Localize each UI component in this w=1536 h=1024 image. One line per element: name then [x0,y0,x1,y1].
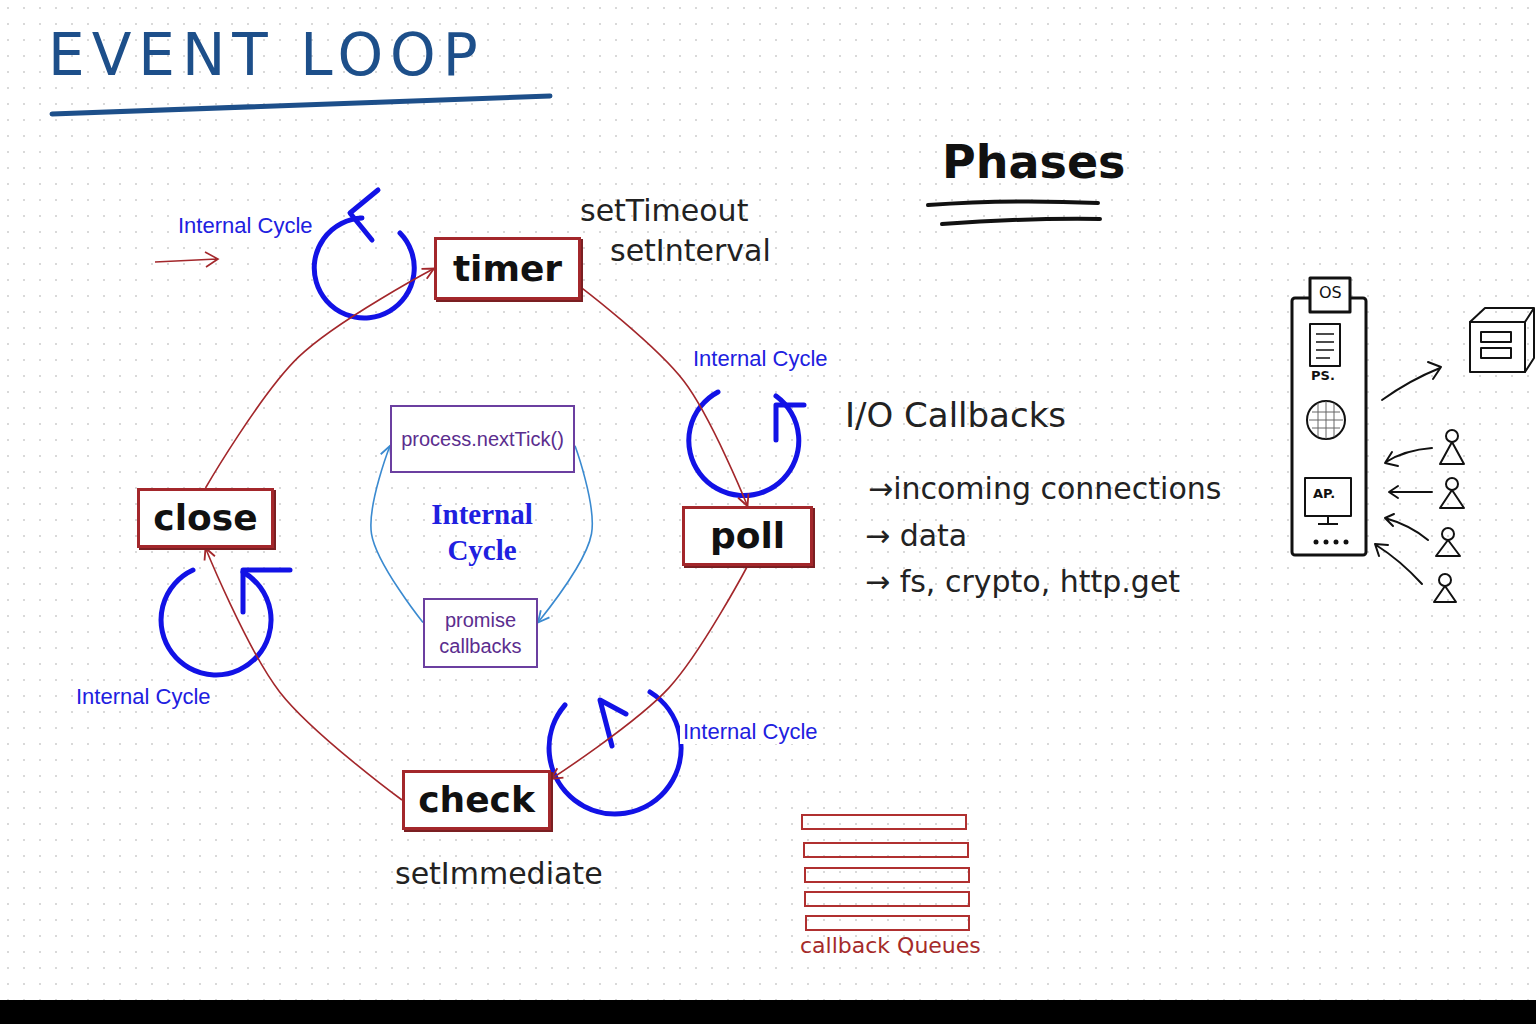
node-text: poll [710,516,785,556]
flow-arrow [551,566,748,779]
microtask-box: promise callbacks [423,598,538,668]
node-text: process.nextTick() [401,426,564,452]
incoming-arrow [1375,544,1422,584]
cycle-spiral [314,218,414,318]
user-body [1434,586,1456,602]
node-text: timer [453,249,562,289]
cycle-label: Internal Cycle [73,684,214,709]
computer-drive [1481,332,1511,342]
cycle-spiral-hook [600,700,626,746]
user-head [1446,430,1458,442]
user-body [1436,540,1460,556]
cycle-spiral [689,392,799,496]
computer-box [1470,322,1525,372]
cycle-spiral-hook [350,190,378,240]
server-tower [1292,298,1366,555]
api-label: setImmediate [395,857,603,892]
computer-drive [1481,348,1511,358]
status-dot [1344,540,1349,545]
bottom-bar [0,1000,1536,1024]
cycle-spiral-hook [776,405,804,440]
database-logo [1307,401,1345,439]
figure-label: AP. [1313,487,1335,502]
cycle-spiral [549,692,681,814]
user-head [1439,574,1451,586]
bullet-item: → fs, crypto, http.get [865,565,1180,600]
node-text: promise callbacks [434,607,527,659]
queue-slot [806,916,969,930]
api-label: setInterval [610,234,771,269]
status-dot [1324,540,1329,545]
os-tab [1310,278,1350,312]
user-body [1440,442,1464,464]
computer-box-3d [1470,308,1534,372]
incoming-arrow [1385,448,1432,466]
flow-arrow [581,287,748,506]
title-underline [52,96,550,114]
status-dot [1334,540,1339,545]
status-dot [1314,540,1319,545]
diagram-title: EVENT LOOP [48,22,485,89]
phase-box: check [402,770,551,830]
cycle-label: Internal Cycle [175,213,316,238]
node-text: check [418,780,535,820]
node-text: close [153,498,257,538]
queue-label: callback Queues [800,933,981,958]
queue-slot [804,843,968,857]
document-icon [1310,324,1340,366]
phase-box: close [137,488,274,548]
cycle-label: Internal Cycle [690,346,831,371]
queue-slot [805,892,969,906]
bullet-item: →incoming connections [868,472,1221,507]
cycle-label: Internal Cycle [412,496,552,569]
app-monitor [1305,478,1351,516]
api-label: setTimeout [580,194,748,229]
section-heading: Phases [942,136,1125,189]
queue-slot [805,868,969,882]
queue-slot [802,815,966,829]
monitor-stand [1318,516,1338,524]
cycle-spiral [161,570,271,675]
user-body [1440,490,1464,508]
outgoing-arrow [1382,362,1441,400]
phase-box: timer [434,237,581,300]
bullet-item: → data [865,519,967,554]
flow-arrow [206,548,403,800]
phase-description: I/O Callbacks [845,396,1066,435]
document-lines [1316,334,1334,358]
figure-label: OS [1319,284,1342,302]
heading-underline [928,201,1098,205]
cycle-spiral-hook [243,570,290,612]
logo-hatching [1309,401,1343,439]
incoming-arrow [1385,514,1428,540]
figure-label: PS. [1311,369,1335,384]
cycle-label: Internal Cycle [680,719,821,744]
direction-arrow [155,252,218,267]
user-head [1442,528,1454,540]
incoming-arrow [1389,486,1432,498]
heading-underline [942,219,1100,224]
phase-box: poll [682,506,813,566]
microtask-box: process.nextTick() [390,405,575,473]
user-head [1446,478,1458,490]
